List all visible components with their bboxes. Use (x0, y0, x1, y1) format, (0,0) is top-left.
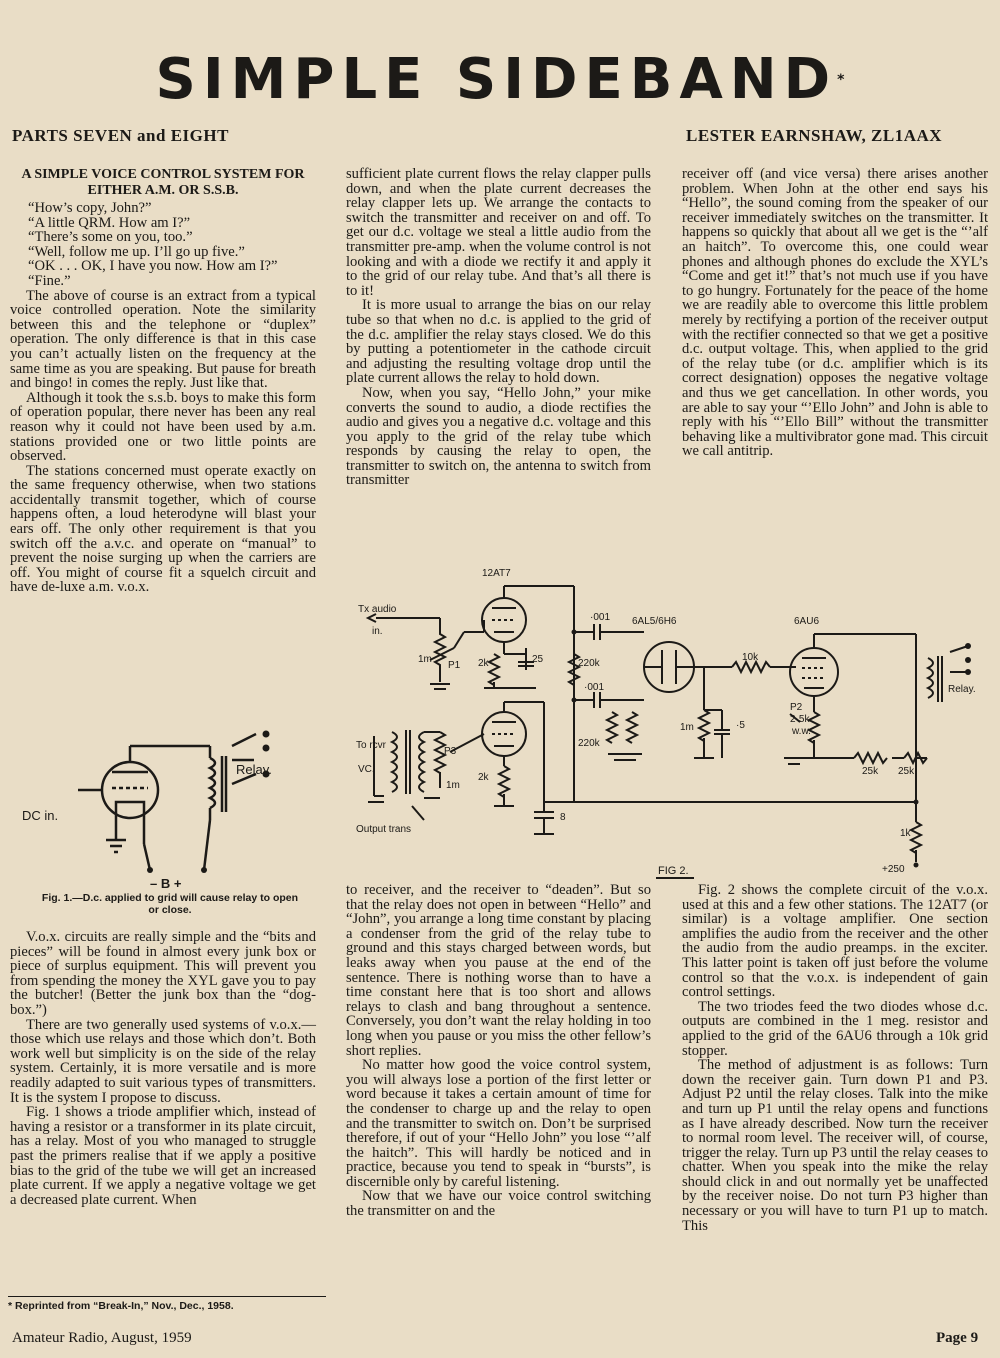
fig2-label-p2-ww: w.w. (791, 726, 811, 737)
paragraph: No matter how good the voice control sys… (346, 1057, 651, 1190)
fig2-label-25k-a: 25k (862, 766, 879, 777)
fig2-title: FIG 2. (658, 865, 689, 877)
column-3-bottom: Fig. 2 shows the complete circuit of the… (682, 883, 988, 1233)
dialog-line: “Well, follow me up. I’ll go up five.” (28, 243, 245, 260)
fig2-label-p2-val: 2·5k (790, 714, 810, 725)
column-3-top: receiver off (and vice versa) there aris… (682, 167, 988, 459)
fig2-label-tx-audio: Tx audio (358, 604, 397, 615)
column-1-bottom: V.o.x. circuits are really simple and th… (10, 930, 316, 1207)
fig2-label-25k-b: 25k (898, 766, 915, 777)
fig2-label-1m: 1m (418, 654, 432, 665)
fig2-label-10k: 10k (742, 652, 759, 663)
fig2-label-5: ·5 (736, 720, 745, 731)
figure-1-caption: Fig. 1.—D.c. applied to grid will cause … (41, 892, 299, 916)
fig2-label-001b: ·001 (584, 682, 604, 693)
paragraph: Now that we have our voice control switc… (346, 1188, 651, 1220)
paragraph: The stations concerned must operate exac… (10, 462, 316, 596)
dialog-line: “OK . . . OK, I have you now. How am I?” (28, 258, 278, 275)
fig1-b-label: – B + (150, 876, 182, 891)
paragraph: V.o.x. circuits are really simple and th… (10, 929, 316, 1018)
column-1-top: A SIMPLE VOICE CONTROL SYSTEM FOR EITHER… (10, 167, 316, 595)
fig2-label-001a: ·001 (590, 612, 610, 623)
fig2-label-p3: P3 (444, 746, 457, 757)
paragraph: The method of adjustment is as follows: … (682, 1057, 988, 1234)
fig2-label-1m-b: 1m (446, 780, 460, 791)
fig2-label-p2: P2 (790, 702, 803, 713)
fig2-label-output-trans: Output trans (356, 824, 411, 835)
paragraph: to receiver, and the receiver to “deaden… (346, 882, 651, 1059)
figure-2-schematic: 12AT7 6AL5/6H6 6AU6 Tx audio in. 1m P1 2… (356, 568, 976, 879)
fig2-label-p1: P1 (448, 660, 461, 671)
fig2-label-relay: Relay. (948, 684, 976, 695)
fig2-label-6al5: 6AL5/6H6 (632, 616, 677, 627)
paragraph: There are two generally used systems of … (10, 1016, 316, 1106)
fig1-relay-label: Relay. (236, 762, 272, 777)
fig2-label-vc: VC. (358, 764, 375, 775)
fig2-label-8: 8 (560, 812, 566, 823)
dialog-line: “Fine.” (28, 272, 71, 289)
fig2-label-1k: 1k (900, 828, 912, 839)
article-title: SIMPLE SIDEBAND* (155, 47, 845, 112)
column-2-bottom: to receiver, and the receiver to “deaden… (346, 883, 651, 1219)
paragraph: Although it took the s.s.b. boys to make… (10, 389, 316, 465)
fig2-label-b-plus: +250 (882, 864, 905, 875)
paragraph: The two triodes feed the two diodes whos… (682, 998, 988, 1059)
fig2-label-2k-b: 2k (478, 772, 490, 783)
fig2-label-220k: 220k (578, 658, 601, 669)
fig2-label-12at7: 12AT7 (482, 568, 511, 579)
footer-page-number: Page 9 (936, 1330, 979, 1346)
fig2-label-220k-b: 220k (578, 738, 601, 749)
fig2-label-25: 25 (532, 654, 544, 665)
fig1-dc-in-label: DC in. (22, 808, 58, 823)
dialog-line: “A little QRM. How am I?” (28, 214, 191, 231)
paragraph: receiver off (and vice versa) there aris… (682, 166, 988, 460)
paragraph: The above of course is an extract from a… (10, 287, 316, 392)
fig2-label-2k: 2k (478, 658, 490, 669)
dialog-line: “How’s copy, John?” (28, 200, 152, 216)
paragraph: Now, when you say, “Hello John,” your mi… (346, 384, 651, 489)
author-byline: LESTER EARNSHAW, ZL1AAX (686, 126, 943, 145)
footnote: * Reprinted from “Break-In,” Nov., Dec.,… (8, 1296, 326, 1312)
fig2-label-1m-c: 1m (680, 722, 694, 733)
footer-publication: Amateur Radio, August, 1959 (12, 1330, 192, 1346)
dialog-line: “There’s some on you, too.” (28, 229, 193, 246)
column-2-top: sufficient plate current flows the relay… (346, 167, 651, 488)
section-heading: A SIMPLE VOICE CONTROL SYSTEM FOR EITHER… (21, 167, 305, 198)
paragraph: It is more usual to arrange the bias on … (346, 297, 651, 387)
paragraph: sufficient plate current flows the relay… (346, 166, 651, 299)
paragraph: Fig. 1 shows a triode amplifier which, i… (10, 1104, 316, 1208)
figure-1-diagram: Relay. DC in. – B + (22, 730, 272, 891)
fig2-label-in: in. (372, 626, 383, 637)
paragraph: Fig. 2 shows the complete circuit of the… (682, 882, 988, 1001)
parts-heading: PARTS SEVEN and EIGHT (12, 126, 229, 145)
fig2-label-to-rcvr: To rcvr (356, 740, 387, 751)
fig2-label-6au6: 6AU6 (794, 616, 819, 627)
